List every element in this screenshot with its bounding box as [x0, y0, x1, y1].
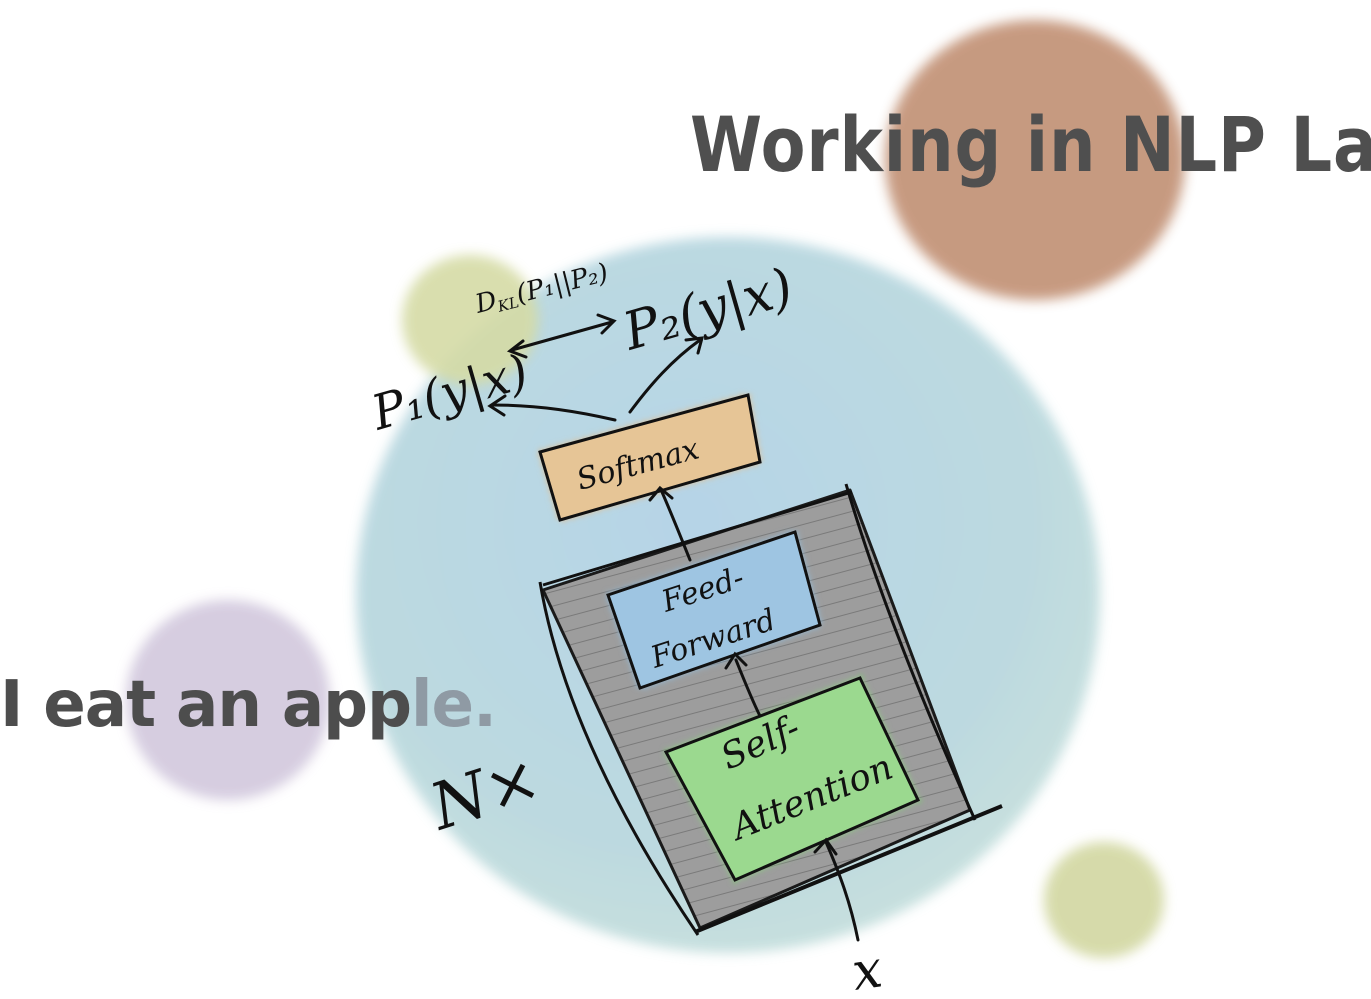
- arrow-p2-head: [684, 336, 705, 355]
- arrow-kl-right-head: [596, 313, 617, 335]
- arrow-to-p1: [490, 403, 617, 422]
- brown-circle: [885, 20, 1185, 300]
- arrow-to-p2: [628, 338, 702, 414]
- olive-circle: [402, 255, 538, 385]
- example-sentence-main: I eat an app: [0, 668, 412, 742]
- softmax-box: [536, 391, 764, 524]
- arrow-kl-left-head: [506, 339, 528, 359]
- arrow-kl-double: [510, 320, 614, 352]
- arrow-input-head: [813, 837, 838, 856]
- stack-top-edge: [542, 490, 853, 587]
- self-attention-box: [661, 674, 923, 884]
- arrow-ff-to-softmax: [660, 490, 692, 562]
- arrow-attention-to-ff: [734, 658, 762, 718]
- example-sentence-faded: le.: [411, 668, 497, 742]
- stack-bottom-line: [694, 804, 1003, 934]
- arrow-softmax-head: [648, 485, 674, 502]
- arrow-ff-head: [724, 651, 748, 670]
- flow-arrows: [487, 313, 860, 942]
- feed-forward-box: [604, 528, 824, 692]
- arrow-p1-head: [487, 394, 507, 417]
- purple-circle: [126, 600, 330, 800]
- headline-text: Working in NLP Lab: [690, 100, 1371, 189]
- input-x-label: x: [848, 939, 885, 999]
- example-sentence: I eat an apple.: [0, 668, 497, 742]
- arrow-input-to-attention: [824, 840, 860, 942]
- stack-left-edge: [538, 581, 700, 936]
- small-olive-circle: [1044, 842, 1164, 958]
- stack-right-edge: [844, 483, 977, 821]
